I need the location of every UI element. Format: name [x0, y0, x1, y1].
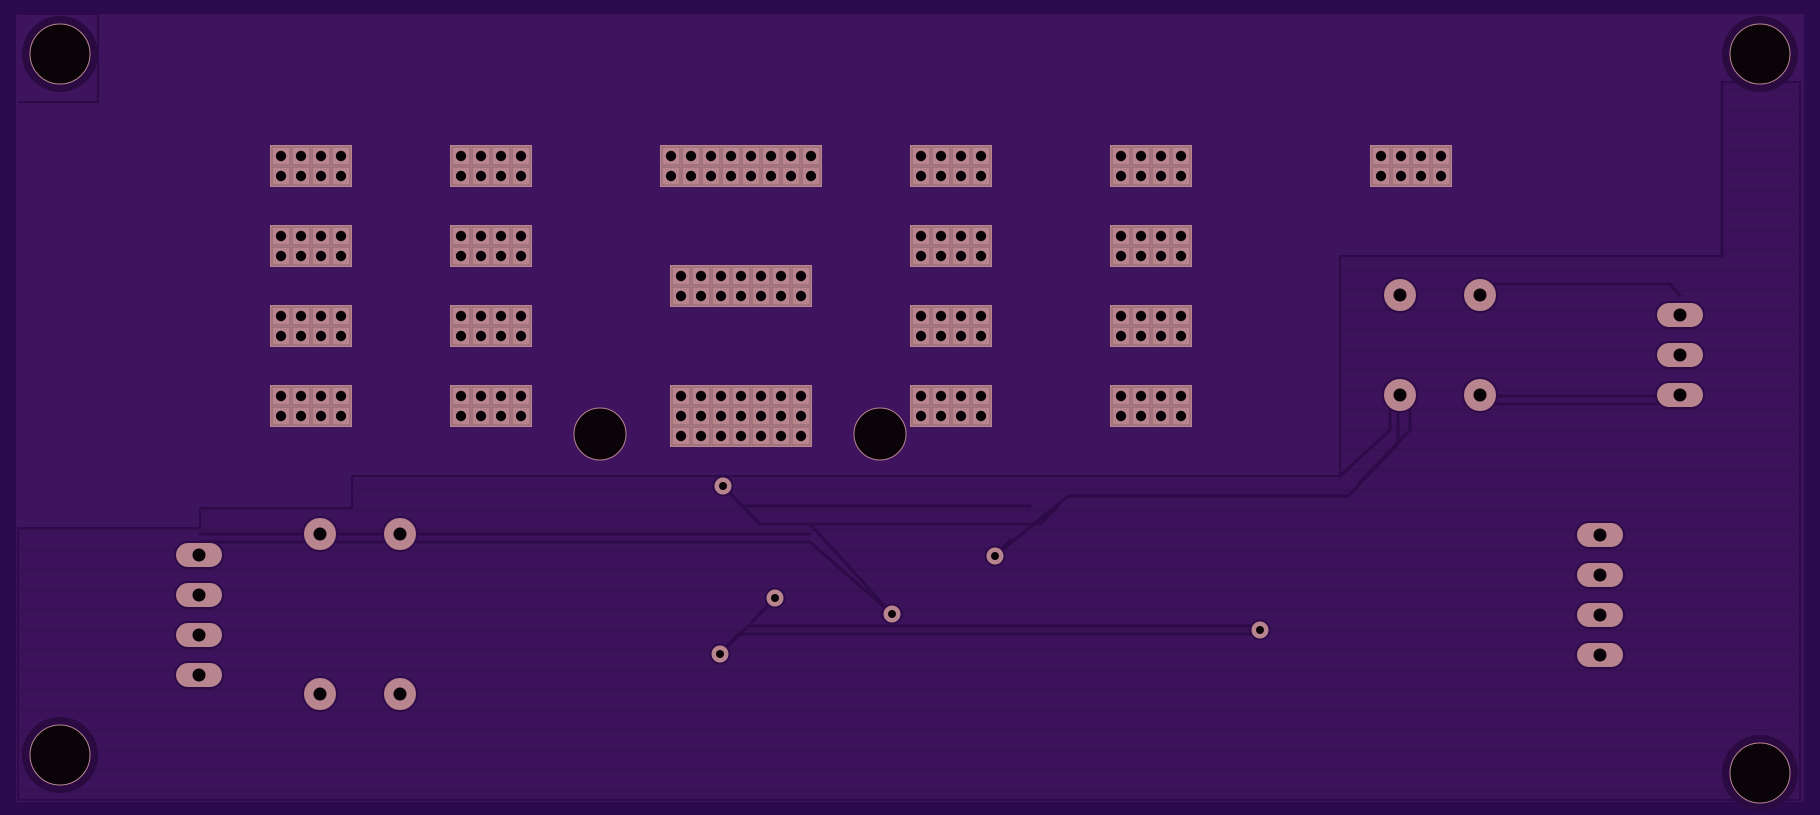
oval-pad: [1575, 561, 1625, 589]
oval-pad: [174, 541, 224, 569]
header-2x4: [450, 225, 532, 267]
round-pad: [1462, 277, 1498, 313]
header-2x4: [270, 225, 352, 267]
header-2x4: [270, 385, 352, 427]
header-2x4: [450, 385, 532, 427]
round-pad: [382, 676, 418, 712]
round-pad: [382, 516, 418, 552]
header-2x4: [270, 305, 352, 347]
header-2x4: [1110, 385, 1192, 427]
oval-pad: [1575, 641, 1625, 669]
mounting-hole: [1722, 735, 1798, 811]
header-8x3: [670, 385, 812, 447]
round-pad: [1462, 377, 1498, 413]
header-2x8: [660, 145, 822, 187]
header-2x4: [1110, 225, 1192, 267]
header-2x4: [910, 305, 992, 347]
header-2x4: [910, 385, 992, 427]
via: [764, 587, 786, 609]
header-2x4: [450, 305, 532, 347]
round-pad: [1382, 377, 1418, 413]
mounting-hole: [853, 407, 907, 461]
header-2x4: [450, 145, 532, 187]
via: [712, 475, 734, 497]
header-2x4: [1370, 145, 1452, 187]
round-pad: [302, 676, 338, 712]
mounting-hole: [1722, 16, 1798, 92]
vias: [709, 475, 1271, 665]
oval-pad: [174, 621, 224, 649]
header-2x7: [670, 265, 812, 307]
header-2x4: [1110, 305, 1192, 347]
round-pad: [302, 516, 338, 552]
oval-pad: [1655, 341, 1705, 369]
oval-pads: [174, 301, 1705, 689]
oval-pad: [1575, 601, 1625, 629]
corner-keepout-top-left: [18, 13, 99, 103]
header-2x4: [1110, 145, 1192, 187]
oval-pad: [1655, 301, 1705, 329]
mounting-hole: [22, 717, 98, 793]
oval-pad: [174, 581, 224, 609]
header-2x4: [910, 225, 992, 267]
mounting-holes: [22, 16, 1798, 811]
via: [709, 643, 731, 665]
header-groups: [270, 145, 1452, 427]
oval-pad: [1655, 381, 1705, 409]
header-2x4: [270, 145, 352, 187]
oval-pad: [1575, 521, 1625, 549]
large-pads: [302, 277, 1498, 712]
via: [1249, 619, 1271, 641]
via: [984, 545, 1006, 567]
via: [881, 603, 903, 625]
oval-pad: [174, 661, 224, 689]
header-3x7: [670, 385, 812, 447]
round-pad: [1382, 277, 1418, 313]
header-2x4: [910, 145, 992, 187]
mounting-hole: [22, 16, 98, 92]
mounting-hole: [573, 407, 627, 461]
